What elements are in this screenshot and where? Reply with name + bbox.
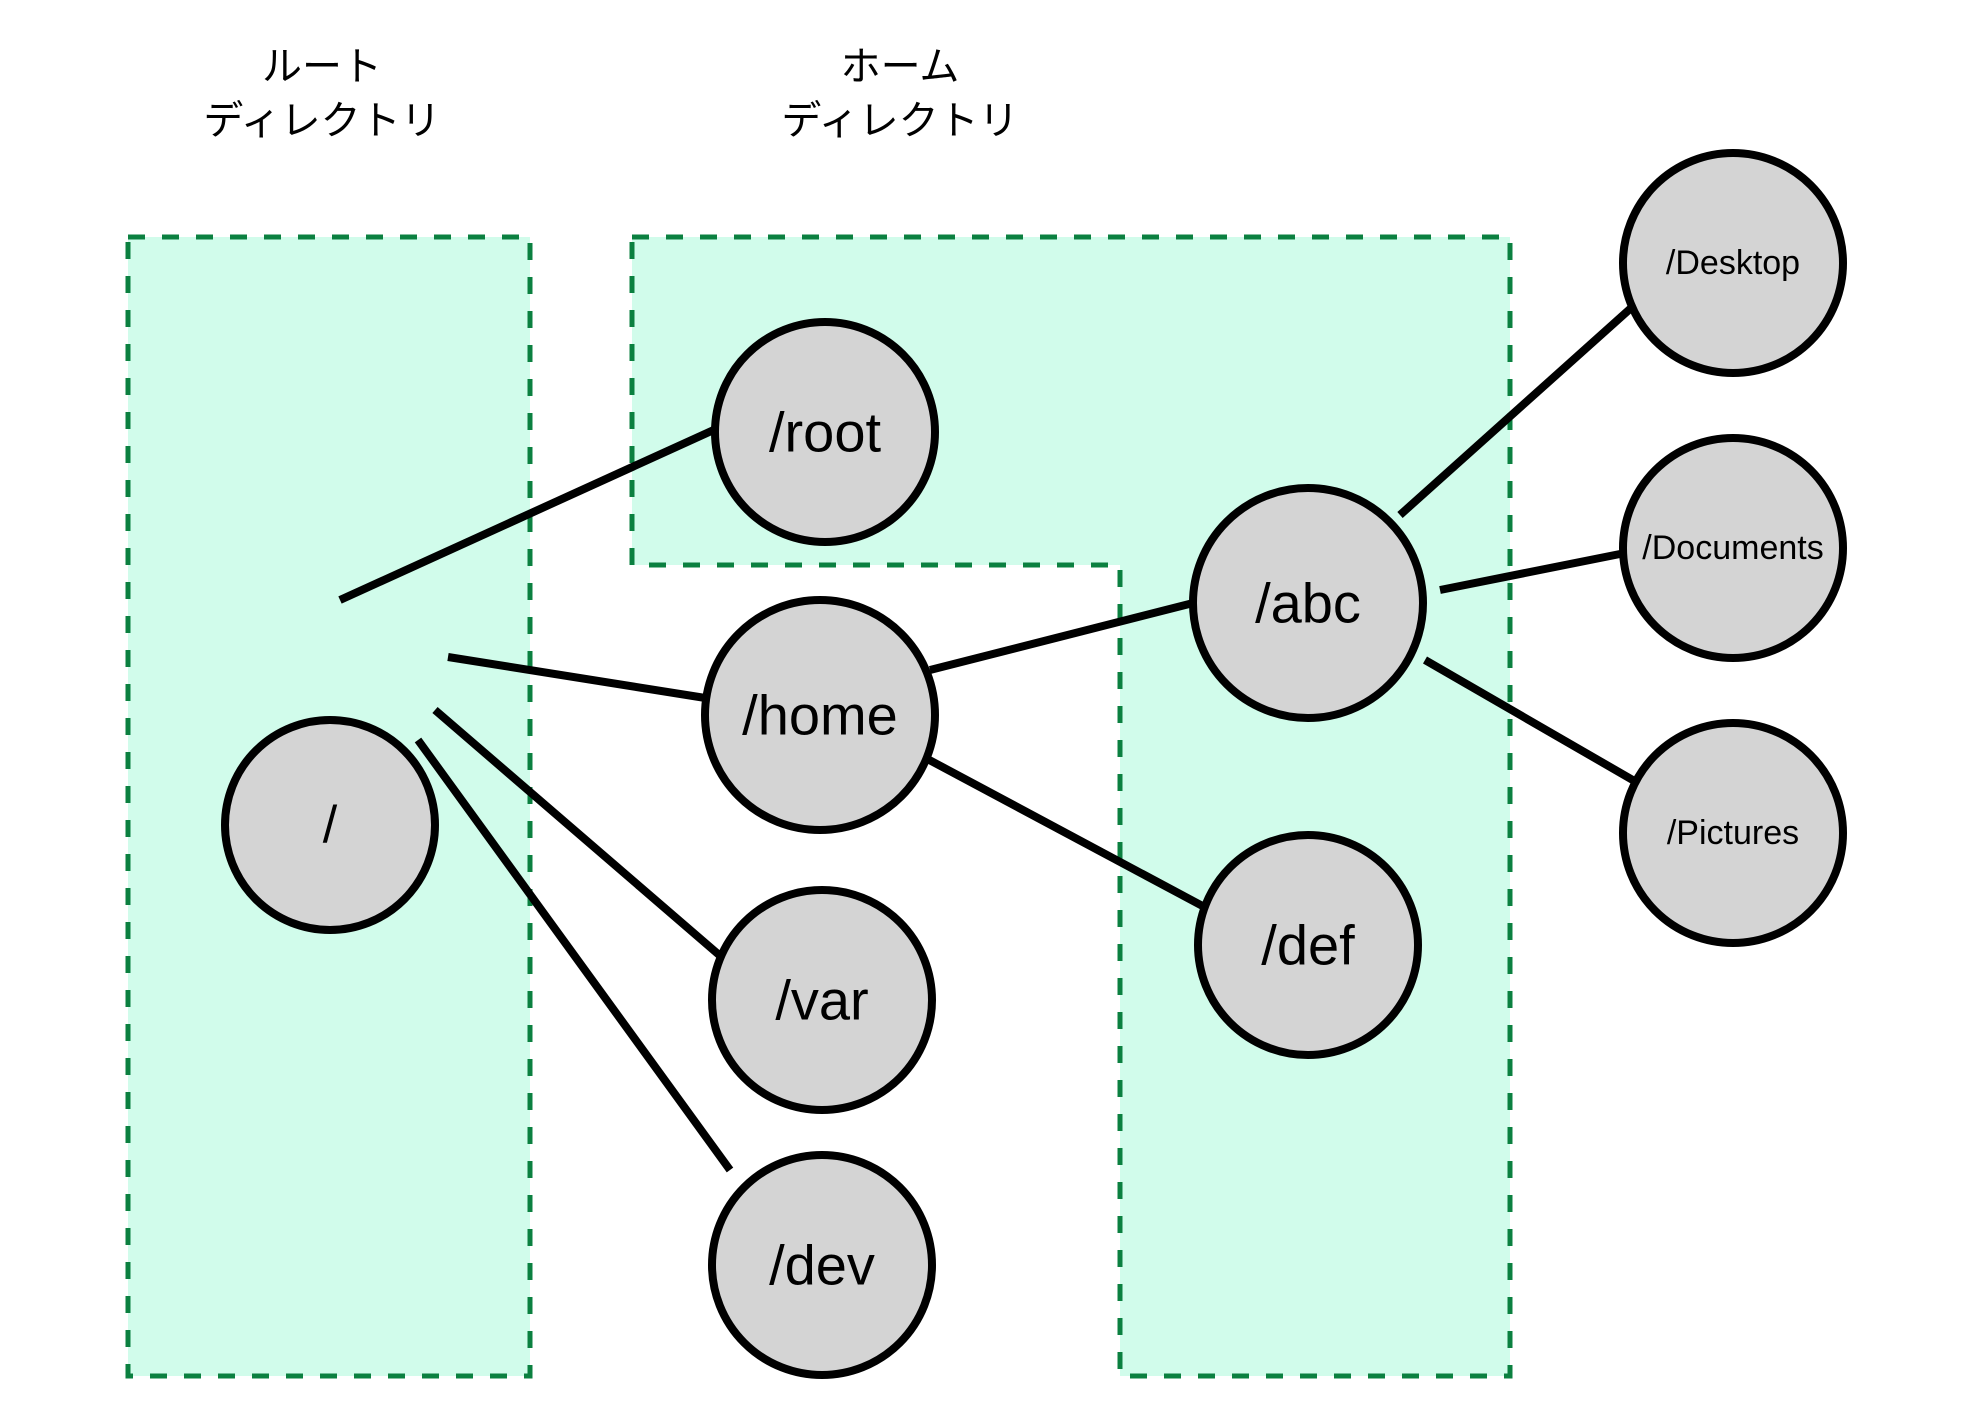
node-Documents[interactable]: /Documents	[1619, 434, 1847, 662]
node-label: /dev	[769, 1234, 875, 1297]
node-label: /	[323, 796, 338, 854]
edge-abc-to-Desktop	[1397, 297, 1643, 518]
node-circle[interactable]	[1194, 831, 1422, 1059]
node-circle[interactable]	[1619, 434, 1847, 662]
node-root[interactable]: /root	[711, 318, 939, 546]
home-dir-label: ホーム ディレクトリ	[781, 44, 1019, 144]
node-[interactable]: /	[221, 716, 439, 934]
node-label: /Desktop	[1666, 244, 1800, 282]
edge--to-dev	[414, 737, 734, 1173]
node-abc[interactable]: /abc	[1189, 484, 1427, 722]
node-label: /Documents	[1642, 529, 1823, 567]
node-label: /abc	[1255, 572, 1361, 635]
edges-layer	[338, 297, 1653, 1173]
node-var[interactable]: /var	[708, 886, 936, 1114]
edge--to-home	[447, 653, 719, 704]
node-label: /def	[1261, 914, 1355, 977]
node-circle[interactable]	[708, 886, 936, 1114]
edge-home-to-abc	[929, 596, 1206, 674]
nodes-layer: / /root/home/var/dev/abc/def/Desktop/Docu…	[221, 149, 1847, 1379]
edge--to-root	[338, 414, 742, 604]
node-circle[interactable]	[1619, 149, 1847, 377]
node-circle[interactable]	[221, 716, 439, 934]
node-circle[interactable]	[708, 1151, 936, 1379]
node-circle[interactable]	[1189, 484, 1427, 722]
node-dev[interactable]: /dev	[708, 1151, 936, 1379]
edge-abc-to-Documents	[1439, 546, 1641, 594]
root-dir-label: ルート ディレクトリ	[203, 44, 441, 144]
edge-home-to-def	[918, 751, 1212, 914]
node-circle[interactable]	[711, 318, 939, 546]
node-Pictures[interactable]: /Pictures	[1619, 719, 1847, 947]
edge-abc-to-Pictures	[1422, 656, 1653, 794]
node-home[interactable]: /home	[701, 596, 939, 834]
node-circle[interactable]	[701, 596, 939, 834]
node-Desktop[interactable]: /Desktop	[1619, 149, 1847, 377]
node-label: /root	[769, 401, 881, 464]
node-def[interactable]: /def	[1194, 831, 1422, 1059]
node-label: /var	[775, 969, 868, 1032]
node-circle[interactable]	[1619, 719, 1847, 947]
edge--to-var	[432, 706, 728, 964]
node-label: /Pictures	[1667, 814, 1799, 852]
node-label: /home	[742, 684, 898, 747]
